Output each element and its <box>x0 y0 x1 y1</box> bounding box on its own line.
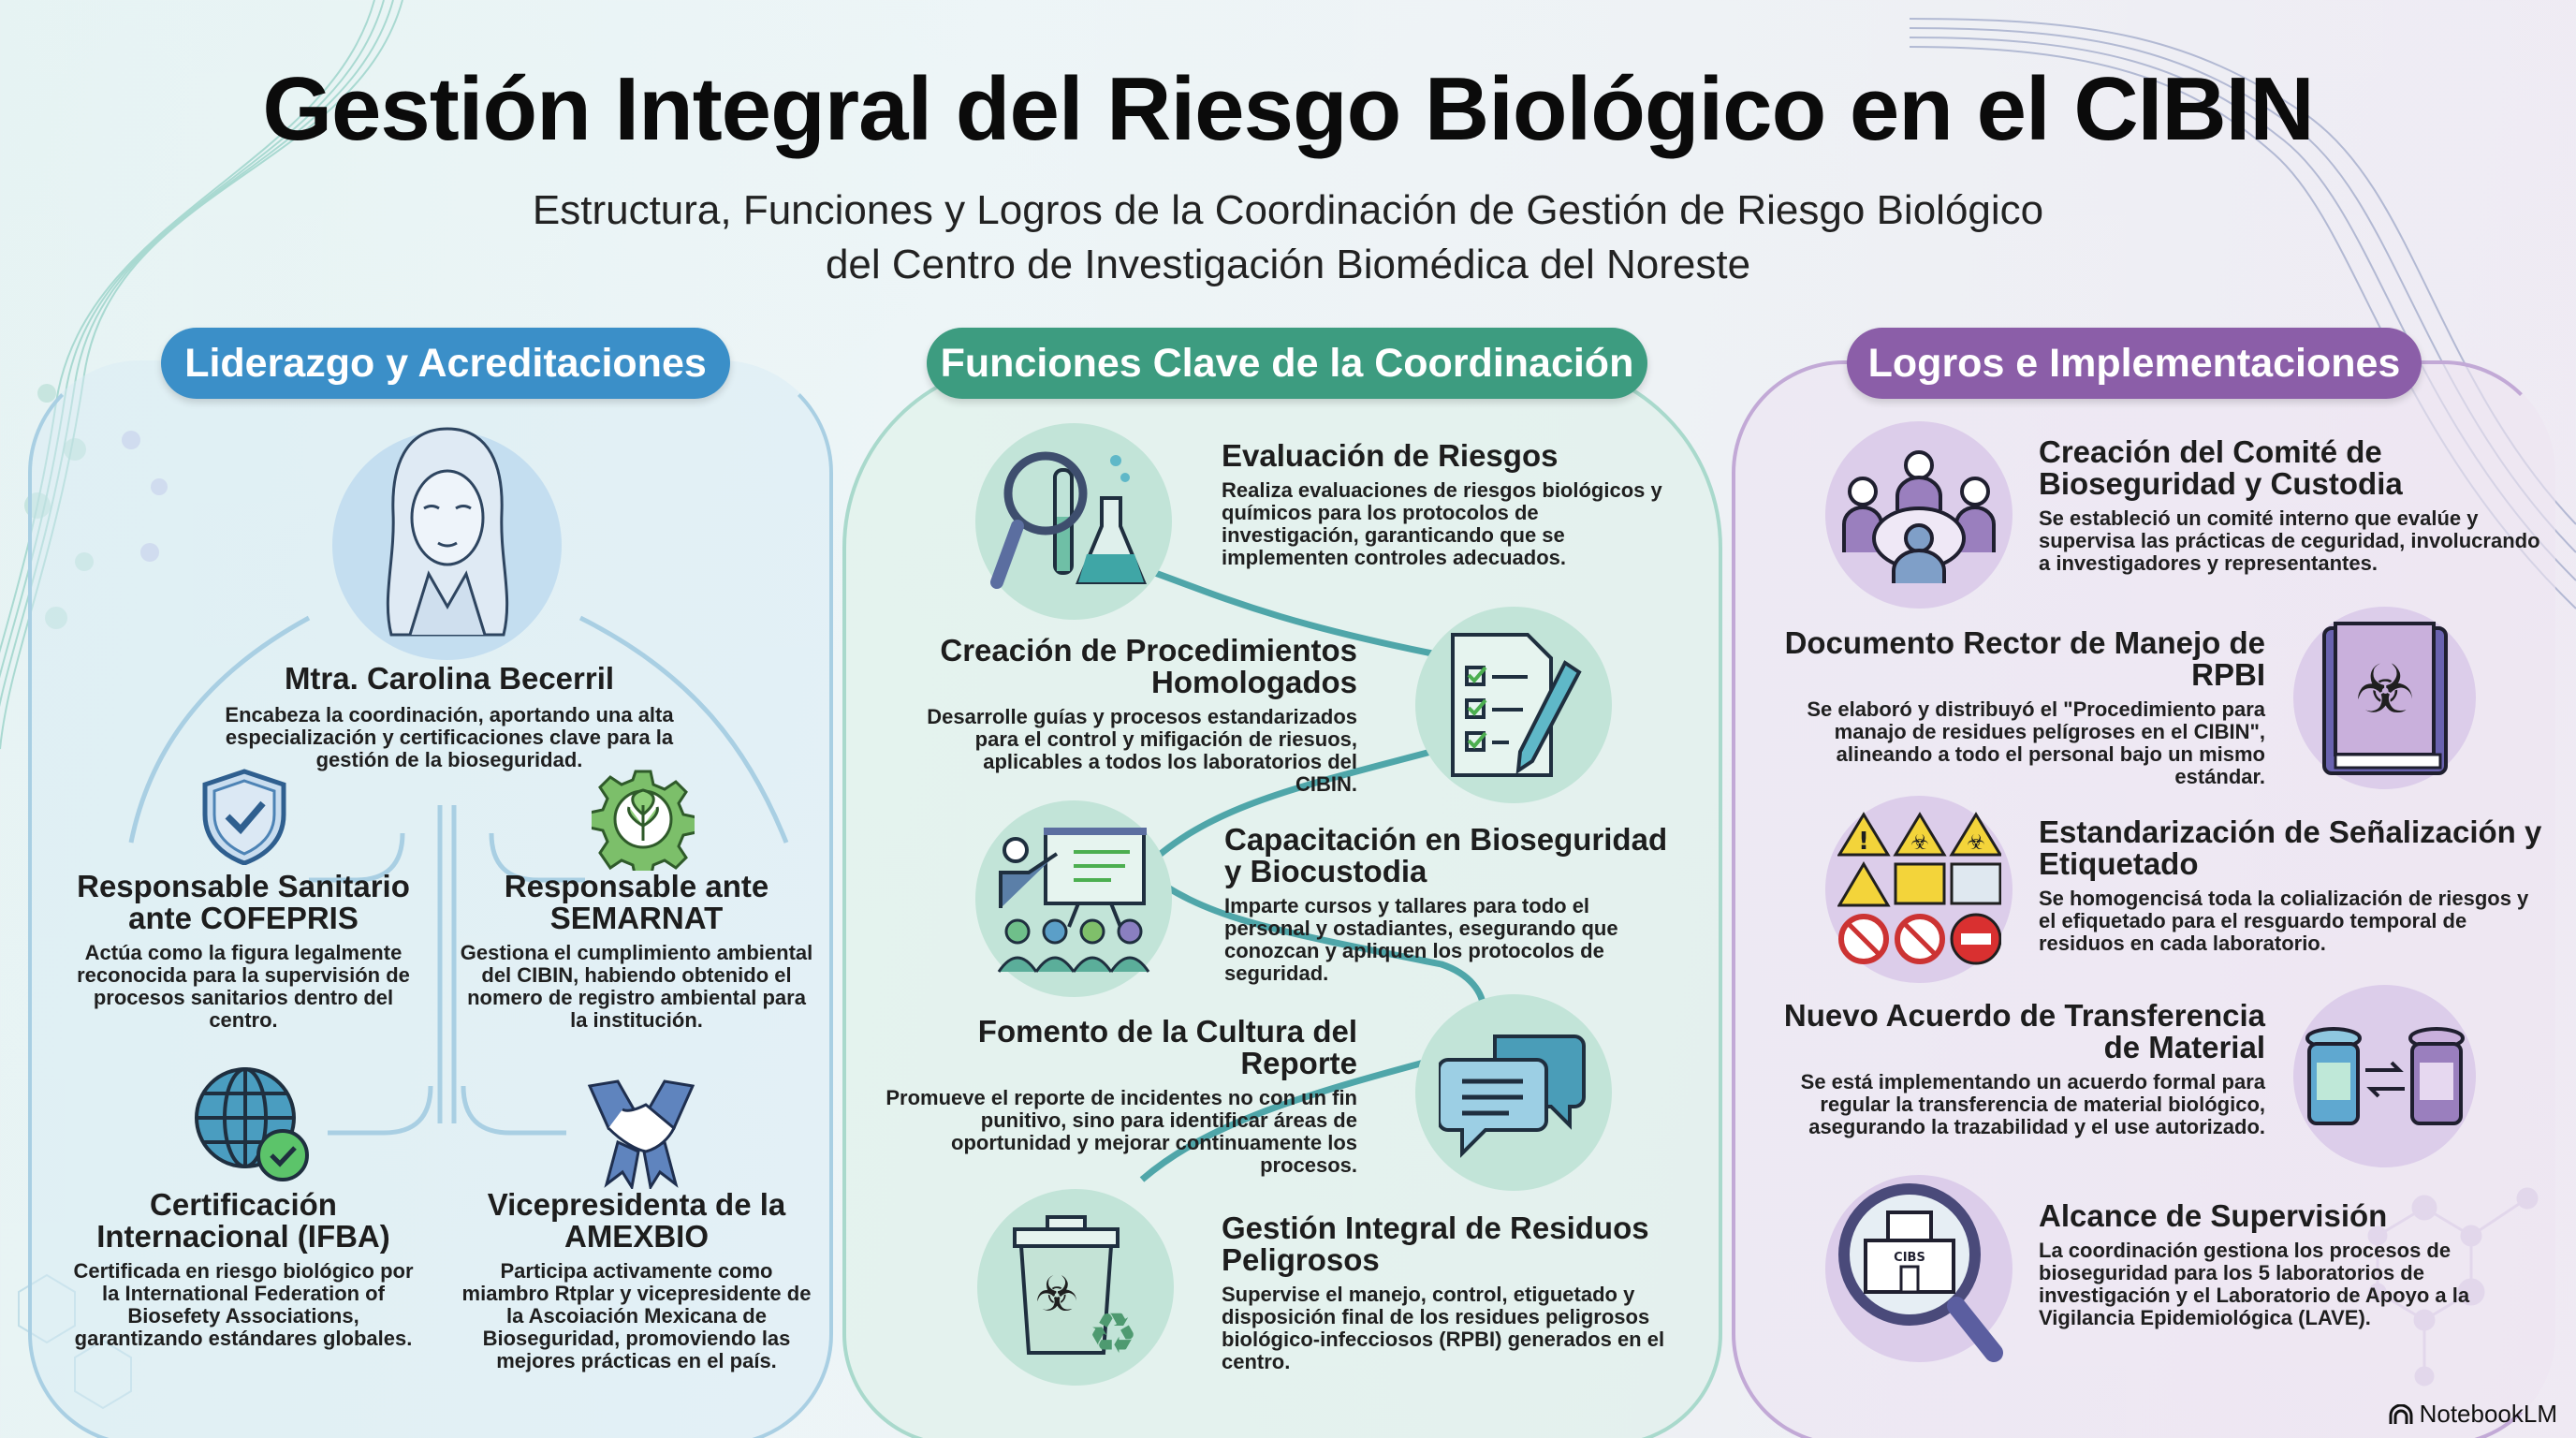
svg-text:☣: ☣ <box>2354 650 2415 728</box>
rpbi-document-icon-circle: ☣ <box>2293 607 2476 789</box>
magnifier-building-icon: CIBS <box>1838 1183 2003 1362</box>
page-subtitle: Estructura, Funciones y Logros de la Coo… <box>0 183 2576 292</box>
leader-block: Mtra. Carolina Becerril Encabeza la coor… <box>206 661 693 771</box>
cofepris-description: Actúa como la figura legalmente reconoci… <box>77 941 410 1032</box>
report-culture-title: Fomento de la Cultura del Reporte <box>977 1014 1357 1080</box>
ifba-title: Certificación Internacional (IFBA) <box>96 1187 390 1254</box>
leader-portrait <box>332 426 562 660</box>
signage-block: Estandarización de Señalización y Etique… <box>2039 816 2544 955</box>
waste-icon-circle: ☣ ♻ <box>977 1189 1174 1386</box>
report-culture-description: Promueve el reporte de incidentes no con… <box>886 1086 1357 1177</box>
risk-evaluation-icon-circle <box>975 423 1172 620</box>
supervision-title: Alcance de Supervisión <box>2039 1198 2388 1233</box>
committee-block: Creación del Comité de Bioseguridad y Cu… <box>2039 436 2544 575</box>
material-transfer-block: Nuevo Acuerdo de Transferencia de Materi… <box>1760 1000 2265 1138</box>
achievements-section-badge: Logros e Implementaciones <box>1847 328 2422 399</box>
signage-description: Se homogencisá toda la colialización de … <box>2039 887 2529 955</box>
material-transfer-title: Nuevo Acuerdo de Transferencia de Materi… <box>1783 998 2265 1064</box>
svg-text:☣: ☣ <box>1910 831 1929 855</box>
procedures-block: Creación de Procedimientos Homologados D… <box>917 635 1357 796</box>
gear-leaf-icon <box>592 770 695 871</box>
supervision-description: La coordinación gestiona los procesos de… <box>2039 1239 2470 1329</box>
building-label: CIBS <box>1894 1251 1925 1265</box>
semarnat-block: Responsable ante SEMARNAT Gestiona el cu… <box>459 871 814 1032</box>
rpbi-document-description: Se elaboró y distribuyó el "Procedimient… <box>1807 697 2265 788</box>
rpbi-document-block: Documento Rector de Manejo de RPBI Se el… <box>1760 627 2265 788</box>
leader-name: Mtra. Carolina Becerril <box>284 661 615 696</box>
training-title: Capacitación en Bioseguridad y Biocustod… <box>1224 822 1668 888</box>
training-icon-circle <box>975 800 1172 997</box>
leader-connector-lines <box>128 615 789 1136</box>
biohazard-book-icon: ☣ <box>2321 621 2448 775</box>
biohazard-bin-recycle-icon: ☣ ♻ <box>1013 1215 1138 1362</box>
amexbio-title: Vicepresidenta de la AMEXBIO <box>487 1187 786 1254</box>
checklist-pen-icon <box>1451 633 1582 777</box>
svg-text:☣: ☣ <box>1035 1267 1079 1323</box>
warning-signs-icon: ! ☣ ☣ <box>1837 812 2001 965</box>
risk-evaluation-block: Evaluación de Riesgos Realiza evaluacion… <box>1222 440 1671 569</box>
semarnat-title: Responsable ante SEMARNAT <box>504 869 769 935</box>
material-transfer-description: Se está implementando un acuerdo formal … <box>1800 1070 2265 1138</box>
signage-icon-circle: ! ☣ ☣ <box>1825 796 2012 983</box>
report-culture-block: Fomento de la Cultura del Reporte Promue… <box>861 1016 1357 1177</box>
svg-text:☣: ☣ <box>1967 831 1985 855</box>
waste-management-block: Gestión Integral de Residuos Peligrosos … <box>1222 1212 1671 1373</box>
notebooklm-brand: NotebookLM <box>2419 1400 2557 1428</box>
handshake-ribbon-icon <box>587 1079 695 1189</box>
training-description: Imparte cursos y tallares para todo el p… <box>1224 894 1618 985</box>
rpbi-document-title: Documento Rector de Manejo de RPBI <box>1784 625 2265 692</box>
committee-meeting-icon <box>1842 450 1996 583</box>
cofepris-title: Responsable Sanitario ante COFEPRIS <box>77 869 410 935</box>
globe-check-icon <box>195 1067 309 1181</box>
training-block: Capacitación en Bioseguridad y Biocustod… <box>1224 824 1674 985</box>
procedures-description: Desarrolle guías y procesos estandarizad… <box>927 705 1357 796</box>
leader-description: Encabeza la coordinación, aportando una … <box>225 703 674 771</box>
presentation-audience-icon <box>997 828 1150 973</box>
signage-title: Estandarización de Señalización y Etique… <box>2039 814 2542 881</box>
committee-description: Se estableció un comité interno que eval… <box>2039 506 2540 575</box>
svg-text:!: ! <box>1858 828 1869 856</box>
svg-text:♻: ♻ <box>1088 1301 1138 1362</box>
subtitle-line-1: Estructura, Funciones y Logros de la Coo… <box>532 187 2044 233</box>
semarnat-description: Gestiona el cumplimiento ambiental del C… <box>460 941 813 1032</box>
woman-portrait-icon <box>386 426 508 636</box>
committee-title: Creación del Comité de Bioseguridad y Cu… <box>2039 434 2403 501</box>
ifba-description: Certificada en riesgo biológico por la I… <box>73 1259 414 1350</box>
jars-exchange-icon <box>2305 1026 2465 1125</box>
committee-icon-circle <box>1825 421 2012 609</box>
notebooklm-logo-icon <box>2389 1403 2413 1424</box>
cofepris-block: Responsable Sanitario ante COFEPRIS Actú… <box>66 871 421 1032</box>
procedures-title: Creación de Procedimientos Homologados <box>940 633 1357 699</box>
shield-check-icon <box>202 769 286 865</box>
procedures-icon-circle <box>1415 607 1612 803</box>
ifba-block: Certificación Internacional (IFBA) Certi… <box>66 1189 421 1350</box>
report-culture-icon-circle <box>1415 994 1612 1191</box>
functions-section-badge: Funciones Clave de la Coordinación <box>927 328 1647 399</box>
notebooklm-watermark: NotebookLM <box>2388 1400 2557 1429</box>
supervision-block: Alcance de Supervisión La coordinación g… <box>2039 1200 2544 1329</box>
material-transfer-icon-circle <box>2293 985 2476 1167</box>
amexbio-description: Participa activamente como miambro Rtpla… <box>461 1259 812 1372</box>
risk-evaluation-title: Evaluación de Riesgos <box>1222 438 1559 473</box>
risk-evaluation-description: Realiza evaluaciones de riesgos biológic… <box>1222 478 1662 569</box>
leadership-section-badge: Liderazgo y Acreditaciones <box>161 328 730 399</box>
waste-management-description: Supervise el manejo, control, etiguetado… <box>1222 1283 1665 1373</box>
amexbio-block: Vicepresidenta de la AMEXBIO Participa a… <box>459 1189 814 1372</box>
supervision-icon-circle: CIBS <box>1825 1175 2012 1362</box>
chat-bubbles-icon <box>1439 1034 1586 1158</box>
waste-management-title: Gestión Integral de Residuos Peligrosos <box>1222 1211 1649 1277</box>
magnifier-flask-icon <box>990 451 1147 589</box>
subtitle-line-2: del Centro de Investigación Biomédica de… <box>825 242 1751 287</box>
page-title: Gestión Integral del Riesgo Biológico en… <box>262 59 2314 159</box>
